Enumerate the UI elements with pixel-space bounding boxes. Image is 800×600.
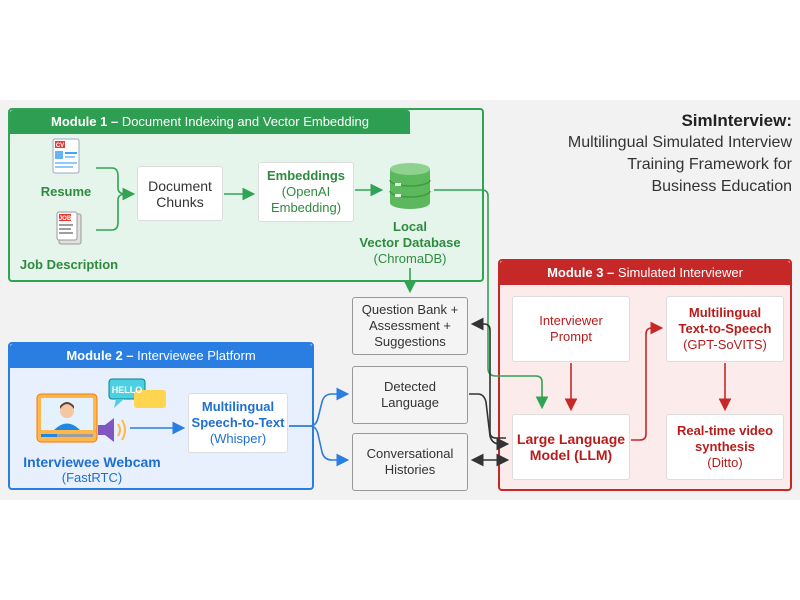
stt-title-2: Speech-to-Text (191, 415, 285, 430)
diagram-title: SimInterview: Multilingual Simulated Int… (568, 110, 792, 198)
embeddings-box: Embeddings (OpenAI Embedding) (258, 162, 354, 222)
tts-sub: (GPT-SoVITS) (683, 337, 767, 352)
title-line-3: Business Education (651, 178, 792, 195)
title-line-2: Training Framework for (627, 156, 792, 173)
module-2-header: Module 2 – Interviewee Platform (10, 344, 312, 368)
video-synthesis-box: Real-time video synthesis (Ditto) (666, 414, 784, 480)
vector-db-title-2: Vector Database (359, 235, 461, 250)
prompt-line-1: Interviewer (539, 313, 603, 328)
histories-line-1: Conversational (366, 446, 454, 461)
histories-line-2: Histories (384, 462, 436, 477)
document-chunks-line-2: Chunks (156, 193, 204, 210)
text-to-speech-box: Multilingual Text-to-Speech (GPT-SoVITS) (666, 296, 784, 362)
speaker-icon (96, 416, 130, 444)
svg-text:JOB: JOB (59, 216, 72, 222)
histories-box: Conversational Histories (352, 433, 468, 491)
video-title-2: synthesis (695, 439, 755, 454)
resume-label: Resume (40, 184, 92, 199)
module-2-panel: Module 2 – Interviewee Platform (8, 342, 314, 490)
webcam-icon (36, 393, 98, 443)
embeddings-sub-1: (OpenAI (281, 184, 331, 199)
interviewer-prompt-box: Interviewer Prompt (512, 296, 630, 362)
module-1-header: Module 1 – Document Indexing and Vector … (10, 110, 410, 134)
llm-box: Large Language Model (LLM) (512, 414, 630, 480)
detected-language-line-2: Language (381, 395, 439, 410)
job-description-label: Job Description (19, 257, 119, 272)
webcam-sub: (FastRTC) (61, 470, 123, 485)
vector-db-sub: (ChromaDB) (373, 251, 447, 266)
speech-to-text-box: Multilingual Speech-to-Text (Whisper) (188, 393, 288, 453)
llm-line-1: Large Language (516, 431, 626, 447)
title-main: SimInterview: (681, 111, 792, 130)
embeddings-sub-2: Embedding) (270, 200, 342, 215)
question-bank-line-2: Assessment + (368, 318, 451, 333)
embeddings-title: Embeddings (266, 168, 345, 183)
video-sub: (Ditto) (707, 455, 743, 470)
detected-language-box: Detected Language (352, 366, 468, 424)
question-bank-line-3: Suggestions (374, 334, 446, 349)
document-chunks-box: Document Chunks (137, 166, 223, 221)
speech-bubble-icon: HELLO (108, 378, 168, 414)
title-line-1: Multilingual Simulated Interview (567, 134, 792, 151)
llm-line-2: Model (LLM) (529, 447, 613, 463)
document-chunks-line-1: Document (148, 177, 212, 194)
question-bank-box: Question Bank + Assessment + Suggestions (352, 297, 468, 355)
webcam-label: Interviewee Webcam (23, 454, 161, 470)
detected-language-line-1: Detected (383, 379, 437, 394)
video-title-1: Real-time video (676, 423, 774, 438)
stt-sub: (Whisper) (209, 431, 267, 446)
database-icon (388, 162, 432, 210)
tts-title-2: Text-to-Speech (678, 321, 772, 336)
prompt-line-2: Prompt (550, 329, 592, 344)
vector-db-title-1: Local (393, 219, 427, 234)
job-description-icon: JOB (55, 210, 83, 246)
module-3-header: Module 3 – Simulated Interviewer (500, 261, 790, 285)
tts-title-1: Multilingual (688, 305, 762, 320)
resume-icon: CV (52, 138, 80, 174)
svg-text:CV: CV (56, 143, 64, 149)
svg-text:HELLO: HELLO (112, 385, 143, 395)
stt-title-1: Multilingual (201, 399, 275, 414)
question-bank-line-1: Question Bank + (361, 302, 459, 317)
